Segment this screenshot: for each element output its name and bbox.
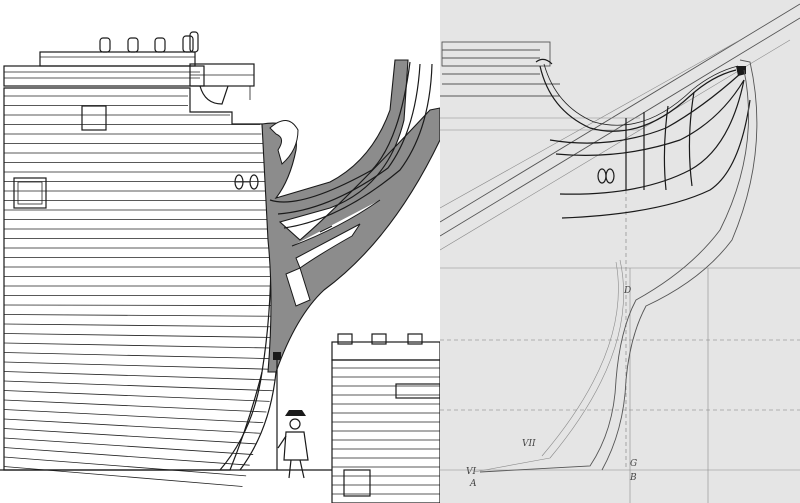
upper-port	[81, 105, 107, 131]
historic-plan-panel: D G B VI VII A	[440, 0, 800, 503]
historic-plan: D G B VI VII A	[440, 0, 800, 503]
scale-figure	[273, 352, 309, 479]
plank-line	[3, 456, 247, 477]
label-d: D	[623, 286, 631, 296]
plank-line	[3, 447, 250, 466]
label-g: G	[630, 459, 637, 469]
cathead	[189, 63, 255, 105]
plank-line	[3, 333, 278, 338]
plank-line	[3, 409, 264, 424]
plank-line	[3, 466, 243, 487]
plank-line	[3, 437, 254, 455]
plank-line	[3, 342, 278, 349]
label-vii: VII	[522, 439, 536, 449]
plank-line	[3, 361, 278, 370]
plank-line	[3, 380, 273, 392]
reconstruction-drawing	[0, 31, 440, 503]
hawse-holes	[234, 174, 259, 190]
upper-rail	[3, 31, 205, 87]
diagonal-lines	[440, 3, 800, 251]
reconstruction-drawing-panel	[0, 31, 440, 503]
plank-line	[3, 304, 278, 306]
plank-line	[3, 323, 278, 328]
plank-line	[3, 371, 276, 381]
plank-line	[3, 428, 257, 445]
hull-outline	[3, 87, 272, 471]
rail-posts	[99, 31, 199, 53]
label-a: A	[469, 479, 477, 489]
historic-rail	[440, 41, 640, 131]
second-hull-section	[331, 333, 440, 503]
plank-line	[3, 390, 270, 402]
plank-line	[3, 418, 260, 434]
head-rails	[535, 58, 751, 219]
stem-and-head	[261, 59, 440, 373]
lower-gun-port	[13, 177, 47, 209]
label-b: B	[629, 473, 637, 483]
plank-line	[3, 352, 278, 360]
historic-hawse-holes	[597, 168, 615, 184]
plank-line	[3, 314, 278, 317]
label-vi: VI	[466, 467, 476, 477]
hull-planking	[3, 95, 278, 487]
plank-line	[3, 399, 267, 413]
stem-curve	[473, 59, 758, 473]
